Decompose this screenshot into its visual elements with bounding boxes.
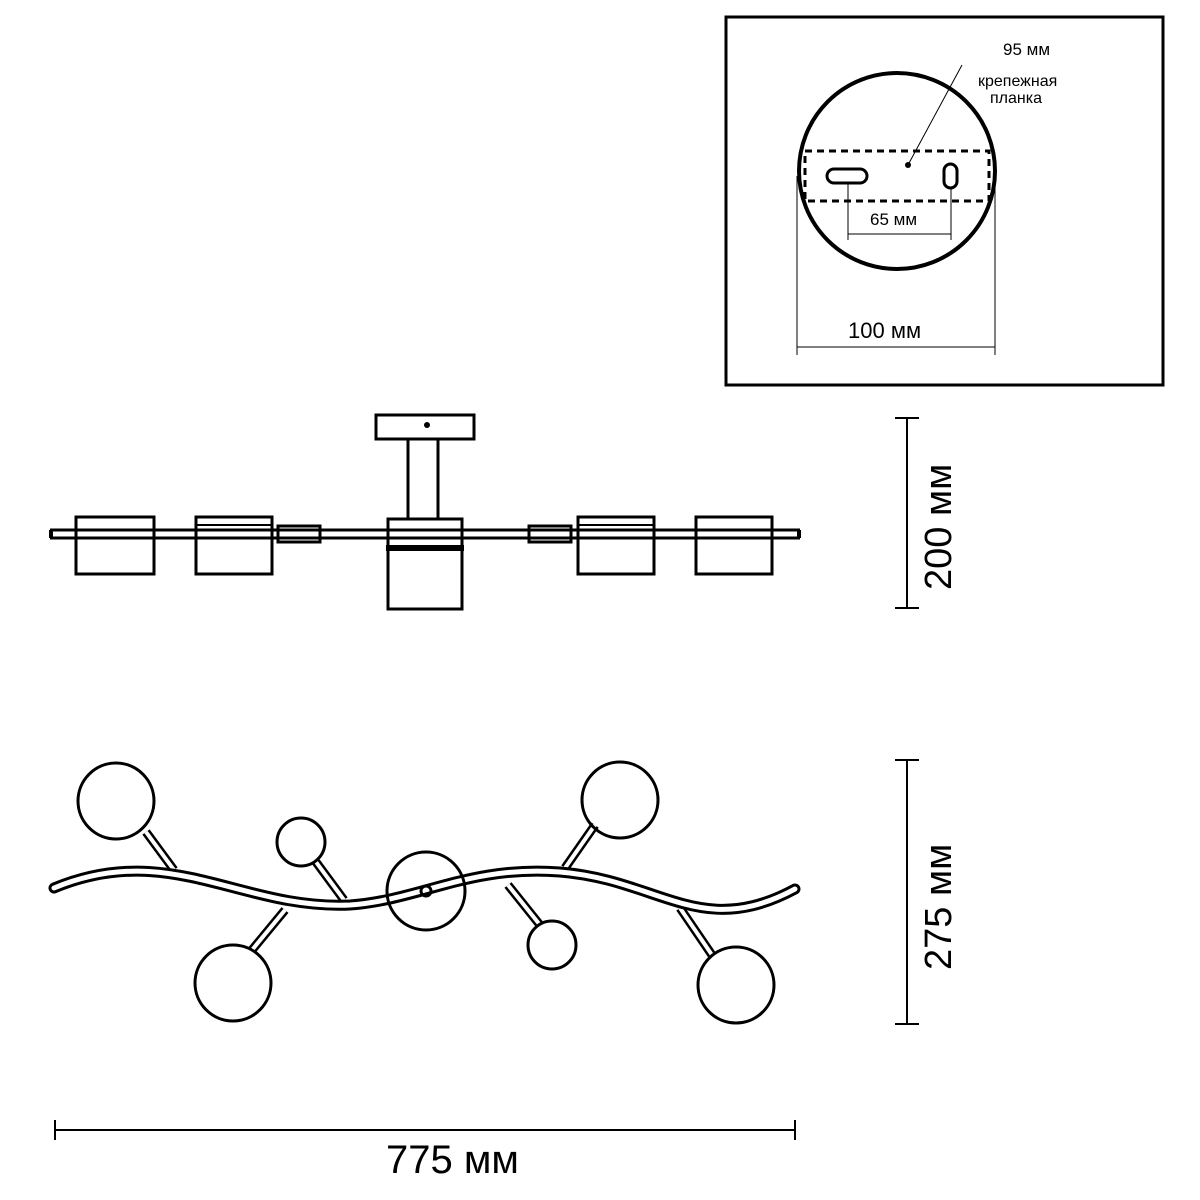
shade-1 bbox=[74, 515, 156, 576]
canopy bbox=[374, 413, 476, 441]
central-shade bbox=[386, 517, 464, 611]
shade-4 bbox=[694, 515, 774, 576]
inset-frame bbox=[724, 15, 1165, 387]
connector-1 bbox=[276, 524, 322, 544]
slot-hole-left bbox=[825, 167, 869, 185]
central-screw bbox=[419, 884, 433, 898]
arm-2-inner bbox=[314, 860, 346, 902]
globe-large-1 bbox=[76, 761, 156, 841]
mounting-plate-dashed bbox=[803, 149, 991, 203]
depth-label: 275 мм bbox=[918, 844, 960, 970]
arm-6-inner bbox=[678, 906, 714, 957]
width-95-label: 95 мм bbox=[1003, 40, 1050, 59]
arm-1-inner bbox=[144, 830, 176, 872]
width-95-leader bbox=[907, 64, 963, 166]
height-label: 200 мм bbox=[918, 464, 960, 590]
arm-5-inner bbox=[506, 883, 542, 927]
canopy-screw bbox=[424, 422, 430, 428]
top-view: 275 мм 775 мм bbox=[48, 759, 960, 1182]
base-diameter-label: 100 мм bbox=[848, 318, 921, 343]
globe-large-4 bbox=[696, 945, 776, 1025]
wavy-rod-inner bbox=[51, 868, 798, 912]
ceiling-base-circle bbox=[797, 71, 997, 271]
arm-3-inner bbox=[250, 908, 287, 952]
arm-4-inner bbox=[563, 823, 597, 870]
central-canopy bbox=[385, 850, 467, 932]
globe-small-1 bbox=[275, 816, 327, 868]
length-label: 775 мм bbox=[386, 1138, 519, 1182]
connector-2 bbox=[527, 524, 573, 544]
mounting-plate-inset: 95 мм крепежная планка 65 мм 100 мм bbox=[724, 15, 1165, 387]
shade-2 bbox=[194, 515, 274, 576]
slot-hole-right bbox=[942, 162, 959, 190]
side-view: 200 мм bbox=[49, 413, 960, 611]
mounting-plate-label-1: крепежная bbox=[978, 73, 1057, 90]
globe-large-2 bbox=[193, 943, 273, 1023]
mounting-plate-label-2: планка bbox=[990, 90, 1042, 107]
shade-3 bbox=[576, 515, 656, 576]
hole-spacing-label: 65 мм bbox=[870, 210, 917, 229]
globe-small-2 bbox=[526, 919, 578, 971]
globe-large-3 bbox=[580, 760, 660, 840]
central-ring bbox=[386, 545, 464, 551]
